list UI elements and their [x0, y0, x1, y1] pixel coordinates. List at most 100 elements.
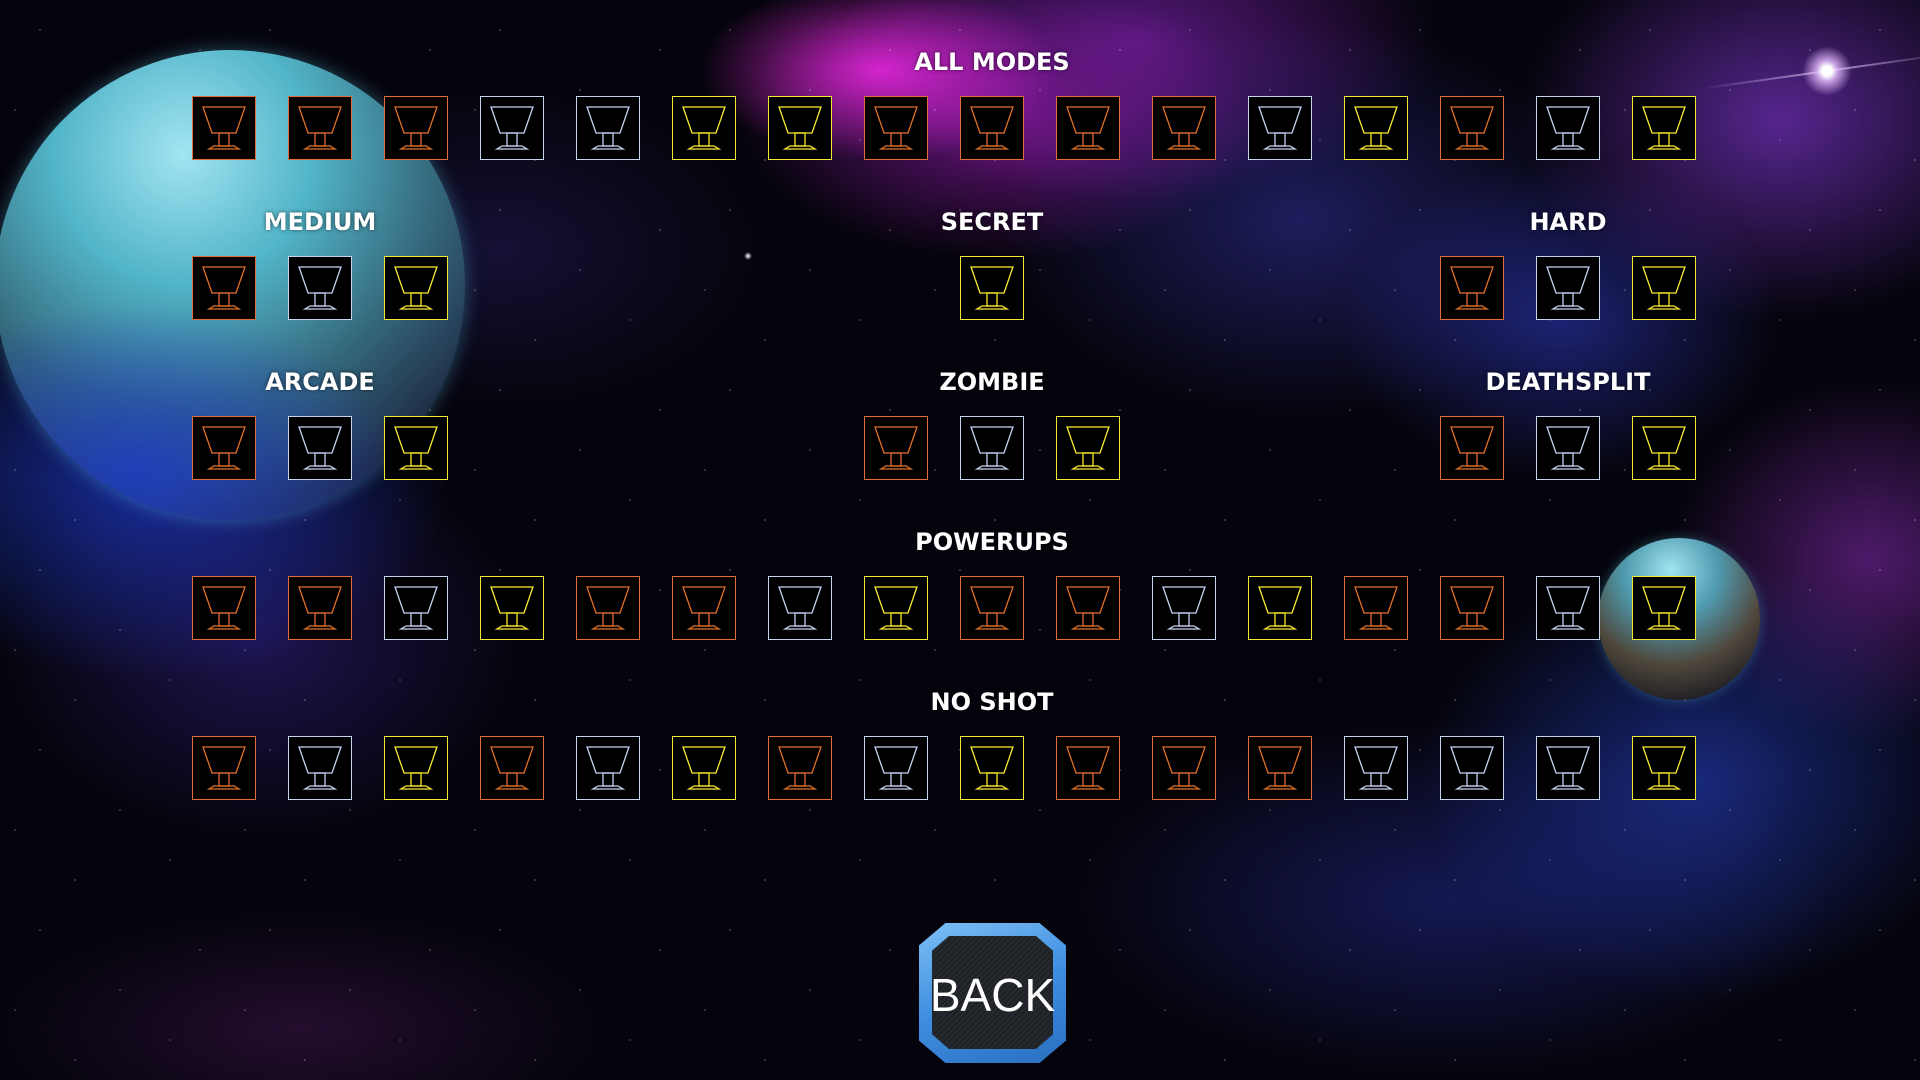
trophy-powerups-4-gold[interactable]	[480, 576, 544, 640]
back-button-face	[932, 936, 1053, 1049]
back-button-label: BACK	[929, 969, 1056, 1021]
trophy-powerups-11-silver[interactable]	[1152, 576, 1216, 640]
trophy-all-modes-11-bronze[interactable]	[1152, 96, 1216, 160]
trophy-no-shot-3-gold[interactable]	[384, 736, 448, 800]
trophy-cup-icon	[1354, 586, 1398, 630]
trophy-all-modes-2-bronze[interactable]	[288, 96, 352, 160]
trophy-all-modes-9-bronze[interactable]	[960, 96, 1024, 160]
trophy-powerups-5-bronze[interactable]	[576, 576, 640, 640]
small-star	[744, 252, 752, 260]
trophy-all-modes-4-silver[interactable]	[480, 96, 544, 160]
trophy-no-shot-4-bronze[interactable]	[480, 736, 544, 800]
section-title-deathsplit: DEATHSPLIT	[1485, 368, 1651, 396]
trophy-zombie-3-gold[interactable]	[1056, 416, 1120, 480]
trophy-cup-icon	[874, 586, 918, 630]
trophy-deathsplit-2-silver[interactable]	[1536, 416, 1600, 480]
trophy-cup-icon	[874, 426, 918, 470]
trophy-cup-icon	[1450, 746, 1494, 790]
trophy-hard-2-silver[interactable]	[1536, 256, 1600, 320]
trophy-powerups-3-silver[interactable]	[384, 576, 448, 640]
trophy-no-shot-8-silver[interactable]	[864, 736, 928, 800]
section-title-arcade: ARCADE	[265, 368, 375, 396]
bright-star	[1802, 46, 1852, 96]
trophy-no-shot-10-bronze[interactable]	[1056, 736, 1120, 800]
trophy-powerups-8-gold[interactable]	[864, 576, 928, 640]
trophy-all-modes-5-silver[interactable]	[576, 96, 640, 160]
trophy-no-shot-2-silver[interactable]	[288, 736, 352, 800]
trophy-all-modes-16-gold[interactable]	[1632, 96, 1696, 160]
trophy-powerups-2-bronze[interactable]	[288, 576, 352, 640]
trophy-all-modes-6-gold[interactable]	[672, 96, 736, 160]
trophy-all-modes-3-bronze[interactable]	[384, 96, 448, 160]
trophy-no-shot-13-silver[interactable]	[1344, 736, 1408, 800]
trophy-no-shot-9-gold[interactable]	[960, 736, 1024, 800]
trophy-no-shot-11-bronze[interactable]	[1152, 736, 1216, 800]
trophy-medium-1-bronze[interactable]	[192, 256, 256, 320]
trophy-powerups-9-bronze[interactable]	[960, 576, 1024, 640]
trophy-no-shot-16-gold[interactable]	[1632, 736, 1696, 800]
trophy-cup-icon	[874, 746, 918, 790]
trophy-cup-icon	[1258, 586, 1302, 630]
trophy-cup-icon	[1258, 106, 1302, 150]
trophy-arcade-3-gold[interactable]	[384, 416, 448, 480]
trophy-powerups-1-bronze[interactable]	[192, 576, 256, 640]
trophy-cup-icon	[490, 586, 534, 630]
trophy-medium-3-gold[interactable]	[384, 256, 448, 320]
trophy-all-modes-13-gold[interactable]	[1344, 96, 1408, 160]
trophy-powerups-7-silver[interactable]	[768, 576, 832, 640]
trophy-all-modes-7-gold[interactable]	[768, 96, 832, 160]
trophy-no-shot-15-silver[interactable]	[1536, 736, 1600, 800]
trophy-cup-icon	[1450, 266, 1494, 310]
trophy-cup-icon	[1354, 106, 1398, 150]
trophy-secret-1-gold[interactable]	[960, 256, 1024, 320]
trophy-all-modes-14-bronze[interactable]	[1440, 96, 1504, 160]
trophy-arcade-2-silver[interactable]	[288, 416, 352, 480]
trophy-no-shot-6-gold[interactable]	[672, 736, 736, 800]
trophy-cup-icon	[394, 746, 438, 790]
trophy-no-shot-14-silver[interactable]	[1440, 736, 1504, 800]
trophy-cup-icon	[1642, 426, 1686, 470]
trophy-cup-icon	[682, 106, 726, 150]
trophy-medium-2-silver[interactable]	[288, 256, 352, 320]
trophy-cup-icon	[298, 586, 342, 630]
trophy-hard-3-gold[interactable]	[1632, 256, 1696, 320]
trophy-cup-icon	[970, 106, 1014, 150]
trophy-no-shot-1-bronze[interactable]	[192, 736, 256, 800]
trophy-no-shot-12-bronze[interactable]	[1248, 736, 1312, 800]
trophy-powerups-12-gold[interactable]	[1248, 576, 1312, 640]
trophy-powerups-10-bronze[interactable]	[1056, 576, 1120, 640]
section-title-all-modes: ALL MODES	[914, 48, 1070, 76]
trophy-cup-icon	[490, 746, 534, 790]
trophy-powerups-16-gold[interactable]	[1632, 576, 1696, 640]
trophy-all-modes-10-bronze[interactable]	[1056, 96, 1120, 160]
trophy-no-shot-5-silver[interactable]	[576, 736, 640, 800]
trophy-arcade-1-bronze[interactable]	[192, 416, 256, 480]
trophy-powerups-6-bronze[interactable]	[672, 576, 736, 640]
trophy-no-shot-7-bronze[interactable]	[768, 736, 832, 800]
trophy-cup-icon	[202, 586, 246, 630]
trophy-cup-icon	[490, 106, 534, 150]
trophy-cup-icon	[202, 746, 246, 790]
trophy-cup-icon	[682, 746, 726, 790]
trophy-deathsplit-3-gold[interactable]	[1632, 416, 1696, 480]
trophy-all-modes-8-bronze[interactable]	[864, 96, 928, 160]
trophy-cup-icon	[1450, 586, 1494, 630]
trophy-powerups-14-bronze[interactable]	[1440, 576, 1504, 640]
trophy-cup-icon	[394, 266, 438, 310]
trophy-all-modes-1-bronze[interactable]	[192, 96, 256, 160]
section-title-no-shot: NO SHOT	[930, 688, 1054, 716]
trophy-all-modes-15-silver[interactable]	[1536, 96, 1600, 160]
trophy-hard-1-bronze[interactable]	[1440, 256, 1504, 320]
back-button[interactable]: BACK	[919, 923, 1066, 1063]
trophy-zombie-2-silver[interactable]	[960, 416, 1024, 480]
trophy-cup-icon	[394, 426, 438, 470]
trophy-cup-icon	[586, 746, 630, 790]
trophy-zombie-1-bronze[interactable]	[864, 416, 928, 480]
trophy-powerups-13-bronze[interactable]	[1344, 576, 1408, 640]
trophy-cup-icon	[202, 266, 246, 310]
trophy-powerups-15-silver[interactable]	[1536, 576, 1600, 640]
trophy-cup-icon	[298, 746, 342, 790]
trophy-all-modes-12-silver[interactable]	[1248, 96, 1312, 160]
section-title-powerups: POWERUPS	[915, 528, 1069, 556]
trophy-deathsplit-1-bronze[interactable]	[1440, 416, 1504, 480]
